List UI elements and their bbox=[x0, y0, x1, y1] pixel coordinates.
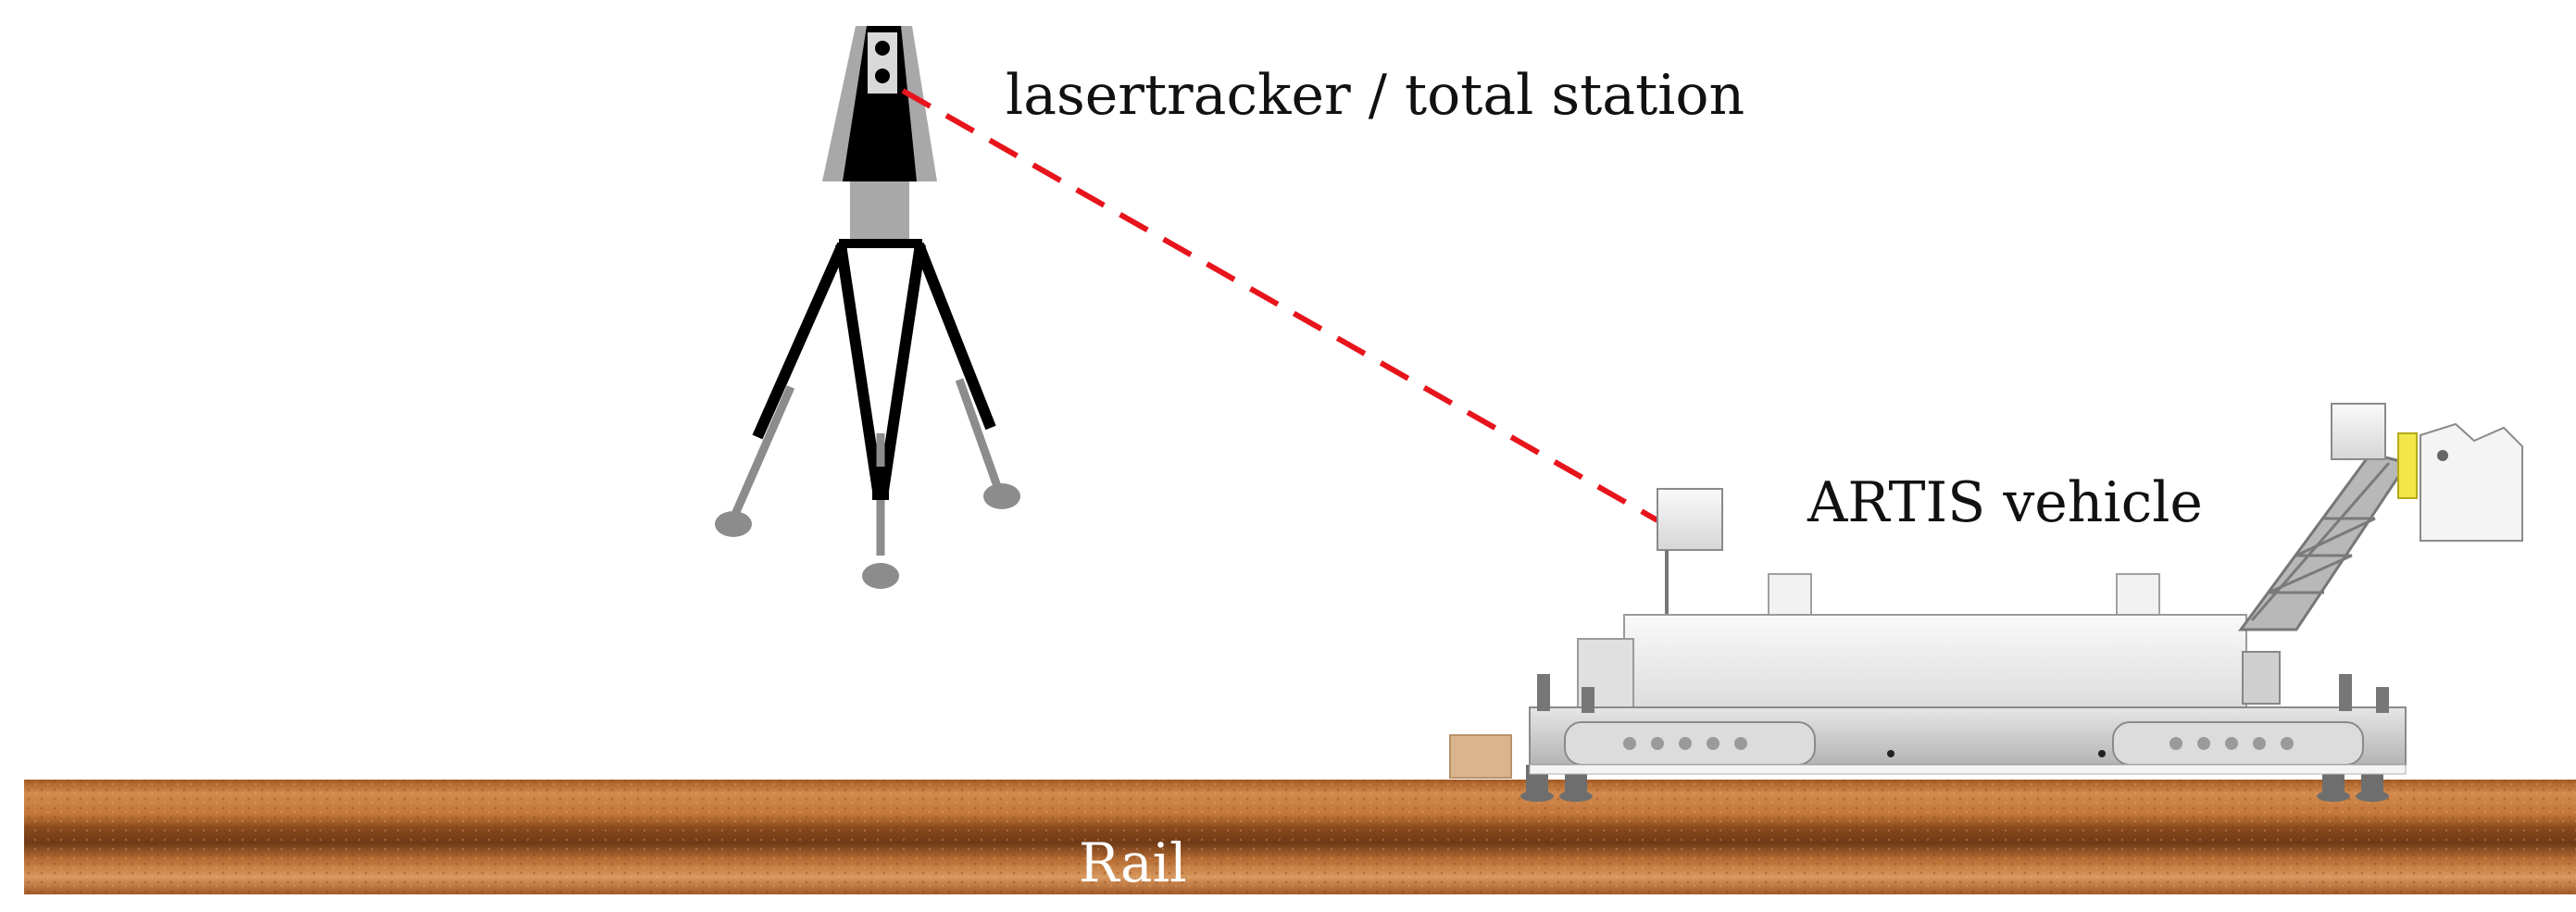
tripod-leg-center-b bbox=[878, 244, 926, 492]
scanner-head bbox=[2420, 422, 2523, 542]
housing-holes-right bbox=[2170, 737, 2294, 750]
tripod-leg-left bbox=[752, 242, 848, 440]
tripod-leg-right bbox=[913, 242, 996, 431]
tracker-lens-top bbox=[875, 41, 890, 56]
tracker-lens-panel bbox=[866, 31, 899, 95]
wooden-block bbox=[1449, 734, 1512, 779]
scanner-fixing bbox=[2437, 450, 2448, 461]
yellow-clamp bbox=[2397, 432, 2418, 499]
base-screw-b bbox=[2098, 750, 2106, 757]
tripod-foot-center bbox=[862, 563, 899, 589]
arm-sensor-block bbox=[2331, 403, 2386, 460]
tripod-ext-left bbox=[729, 385, 795, 520]
artis-vehicle bbox=[1449, 403, 2523, 802]
tripod-head bbox=[839, 239, 922, 248]
vehicle-latch bbox=[2242, 651, 2281, 705]
corner-bolts bbox=[1537, 674, 2389, 713]
laser-beam bbox=[901, 88, 1659, 523]
reflector-target bbox=[1657, 488, 1723, 551]
tripod bbox=[715, 242, 1020, 589]
rail bbox=[24, 780, 2576, 894]
rail-label: Rail bbox=[1079, 831, 1187, 894]
tripod-center-clamp bbox=[872, 467, 889, 500]
base-underside bbox=[1529, 764, 2407, 775]
tripod-ext-right bbox=[955, 378, 1003, 491]
tracker-neck bbox=[850, 181, 909, 239]
truss-arm bbox=[2238, 452, 2410, 631]
rail-texture bbox=[24, 780, 2576, 894]
lasertracker bbox=[715, 26, 1020, 589]
lasertracker-label: lasertracker / total station bbox=[1006, 63, 1745, 128]
artis-vehicle-label: ARTIS vehicle bbox=[1807, 470, 2203, 535]
base-screw-a bbox=[1887, 750, 1894, 757]
tripod-foot-right bbox=[983, 483, 1020, 509]
tracker-lens-bottom bbox=[875, 69, 890, 83]
housing-holes-left bbox=[1623, 737, 1747, 750]
tripod-leg-center-a bbox=[835, 244, 883, 492]
tripod-foot-left bbox=[715, 511, 752, 537]
